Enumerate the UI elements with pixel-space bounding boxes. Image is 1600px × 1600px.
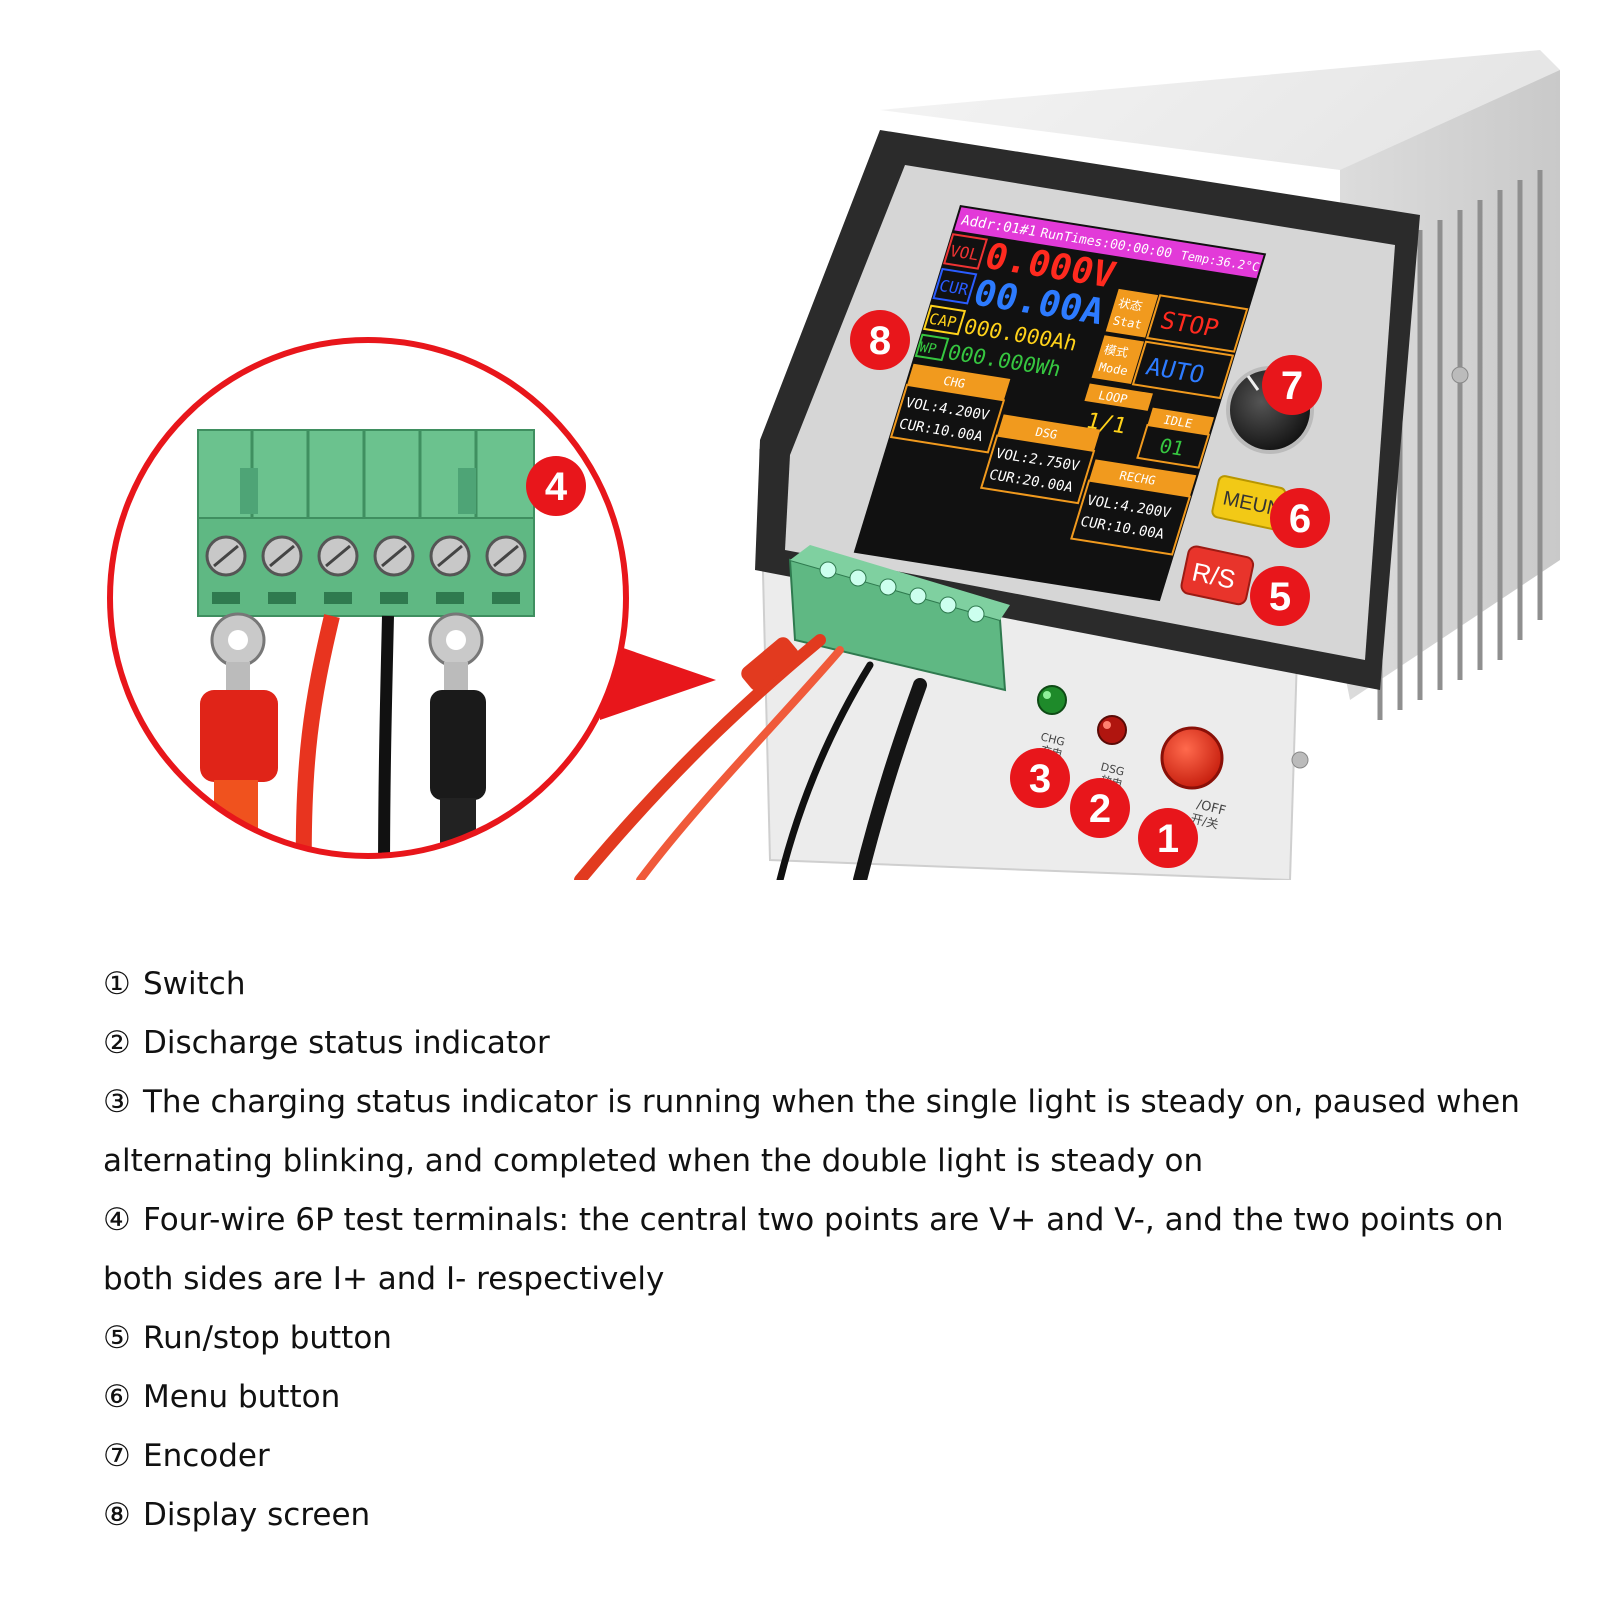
device-terminal-block [788, 545, 1010, 692]
vol-tag: VOL [947, 241, 981, 264]
callout-badge-4: 4 [526, 456, 586, 516]
callout-badge-3: 3 [1010, 748, 1070, 808]
run-stop-button[interactable]: R/S [1180, 545, 1255, 606]
svg-text:DSG: DSG [1099, 760, 1125, 778]
dsg-label: DSG [1034, 425, 1060, 442]
product-photo: Addr:01#1 RunTimes:00:00:00 Temp:36.2°C … [107, 50, 1560, 880]
loop-label: LOOP [1097, 388, 1130, 406]
callout-badge-2: 2 [1070, 778, 1130, 838]
callout-badges: 1 2 3 4 5 6 7 8 [526, 310, 1330, 868]
cap-tag: CAP [927, 310, 959, 332]
svg-text:1: 1 [1157, 817, 1179, 861]
power-switch[interactable]: /OFF 开/关 [1160, 726, 1227, 832]
svg-text:5: 5 [1269, 575, 1291, 619]
svg-text:7: 7 [1281, 364, 1303, 408]
svg-text:8: 8 [869, 319, 891, 363]
screw-icon [1291, 751, 1309, 769]
svg-text:开/关: 开/关 [1189, 811, 1220, 831]
callout-badge-6: 6 [1270, 488, 1330, 548]
stat-label-cn: 状态 [1116, 296, 1144, 313]
menu-button[interactable]: MEUN [1211, 475, 1287, 531]
mode-label-en: Mode [1097, 360, 1130, 378]
svg-text:CHG: CHG [1039, 730, 1066, 749]
rechg-label: RECHG [1118, 469, 1158, 488]
stat-label-en: Stat [1111, 314, 1144, 332]
wp-tag: WP [917, 340, 938, 358]
mode-label-cn: 模式 [1102, 343, 1130, 360]
cur-tag: CUR [937, 276, 971, 299]
idle-label: IDLE [1162, 413, 1195, 431]
svg-text:/OFF: /OFF [1195, 797, 1227, 819]
callout-badge-7: 7 [1262, 355, 1322, 415]
svg-text:4: 4 [545, 465, 568, 509]
test-cables [574, 634, 927, 880]
svg-text:3: 3 [1029, 757, 1051, 801]
svg-text:6: 6 [1289, 497, 1311, 541]
svg-text:2: 2 [1089, 787, 1111, 831]
terminal-zoom-view [107, 337, 629, 859]
display-screen: Addr:01#1 RunTimes:00:00:00 Temp:36.2°C … [853, 205, 1267, 602]
callout-badge-8: 8 [850, 310, 910, 370]
callout-badge-1: 1 [1138, 808, 1198, 868]
screw-icon [1451, 366, 1469, 384]
zoom-pointer [600, 640, 716, 720]
callout-badge-5: 5 [1250, 566, 1310, 626]
chg-label: CHG [942, 374, 968, 391]
